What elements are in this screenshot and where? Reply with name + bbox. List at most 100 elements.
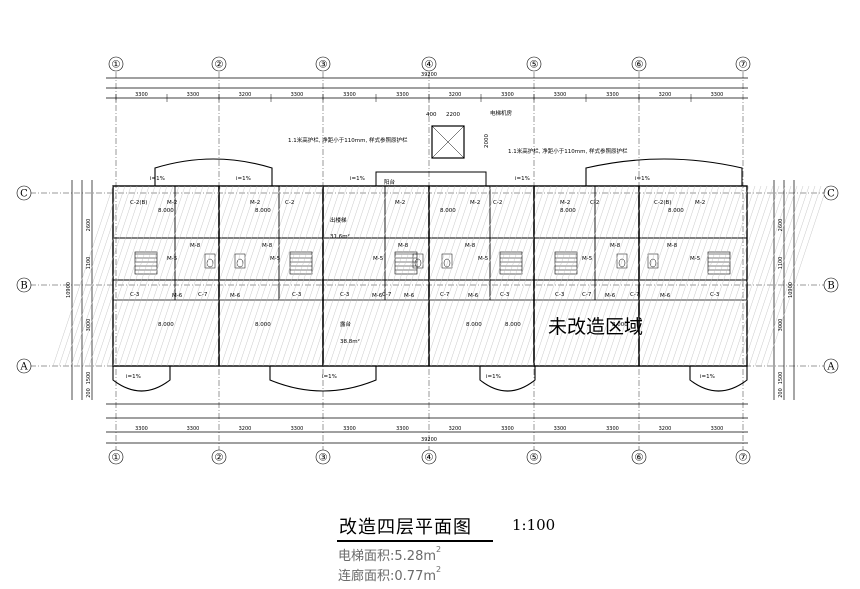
top-dimension: 3300 [501, 92, 514, 98]
floor-hatch [310, 185, 372, 367]
elevator-area-label: 电梯面积: [338, 549, 395, 564]
floor-hatch [166, 185, 228, 367]
top-dimension: 3200 [449, 92, 462, 98]
floor-hatch [484, 185, 546, 367]
elevation-label: 8.000 [560, 208, 576, 214]
elevation-label: 8.000 [466, 322, 482, 328]
top-dimension: 3300 [187, 92, 200, 98]
toilet-bowl [618, 258, 626, 268]
top-dimension: 3200 [239, 92, 252, 98]
row-axis-bubble [16, 185, 32, 201]
floor-hatch [658, 185, 720, 367]
slope-label: i=1% [515, 176, 530, 182]
floor-hatch [742, 185, 804, 367]
toilet-bowl [236, 258, 244, 268]
toilet-bowl [206, 258, 214, 268]
elevator-area-exp: 2 [436, 545, 442, 554]
column-axis-label: ⑤ [530, 453, 539, 464]
elevation-label: 8.000 [612, 322, 628, 328]
window-label-c3: C-3 [500, 292, 510, 298]
floor-hatch [562, 185, 624, 367]
door-label-m6: M-6 [230, 293, 241, 299]
slope-label: i=1% [635, 176, 650, 182]
stair-block [499, 251, 523, 275]
stair-room-label: 出楼梯 [330, 216, 347, 224]
bottom-dimension: 3300 [554, 426, 567, 432]
floor-hatch [76, 185, 138, 367]
floor-hatch [112, 185, 174, 367]
window-label-c3: C-3 [555, 292, 565, 298]
floor-hatch [322, 185, 384, 367]
window-label-c3: C-3 [292, 292, 302, 298]
dim-400: 400 [426, 112, 437, 118]
floor-hatch [406, 185, 468, 367]
slope-label: i=1% [350, 176, 365, 182]
bottom-dimension: 3300 [606, 426, 619, 432]
floor-hatch [754, 185, 816, 367]
floor-hatch [82, 185, 144, 367]
floor-hatch [256, 185, 318, 367]
stair-outline [499, 251, 523, 275]
floor-hatch [382, 185, 444, 367]
left-dimension: 200 [86, 388, 92, 398]
right-dimension: 2600 [778, 219, 784, 232]
floor-hatch [244, 185, 306, 367]
floor-hatch [766, 185, 828, 367]
floor-hatch [508, 185, 570, 367]
column-axis-label: ② [215, 453, 224, 464]
stair-outline [554, 251, 578, 275]
floor-hatch [466, 185, 528, 367]
floor-hatch [544, 185, 606, 367]
column-axis-bubble [108, 449, 124, 465]
elevation-label: 8.000 [255, 208, 271, 214]
bottom-dimension: 3200 [449, 426, 462, 432]
row-axis-bubble [16, 358, 32, 374]
column-axis-label: ⑤ [530, 60, 539, 71]
floor-hatch [364, 185, 426, 367]
window-label-c3: C-3 [710, 292, 720, 298]
stair-area-label: 31.6m² [330, 233, 350, 240]
left-dimension: 1100 [86, 257, 92, 270]
corridor-label: 阳台 [384, 178, 396, 186]
floor-hatch [514, 185, 576, 367]
floor-hatch [94, 185, 156, 367]
bottom-dimension: 3300 [291, 426, 304, 432]
floor-hatch [502, 185, 564, 367]
floor-hatch [202, 185, 264, 367]
slope-label: i=1% [322, 374, 337, 380]
window-label-c7: C-7 [382, 292, 392, 298]
door-label-m6: M-6 [605, 293, 616, 299]
right-dimension: 3000 [778, 319, 784, 332]
column-axis-label: ③ [319, 60, 328, 71]
floor-hatch [532, 185, 594, 367]
column-axis-bubble [526, 449, 542, 465]
floor-hatch [238, 185, 300, 367]
bottom-dimension: 3300 [396, 426, 409, 432]
column-axis-label: ① [112, 60, 121, 71]
column-axis-bubble [315, 56, 331, 72]
row-axis-label: A [19, 362, 28, 373]
stair-outline [289, 251, 313, 275]
floor-hatch [700, 185, 762, 367]
floor-hatch [88, 185, 150, 367]
floor-hatch [436, 185, 498, 367]
window-label-c7: C-7 [198, 292, 208, 298]
floor-hatch [688, 185, 750, 367]
toilet-fixture [204, 253, 216, 269]
row-axis-bubble [823, 358, 839, 374]
row-axis-bubble [823, 185, 839, 201]
window-label-c3: C-3 [130, 292, 140, 298]
window-label-c7: C-7 [630, 292, 640, 298]
column-axis-bubble [315, 449, 331, 465]
door-label-m5: M-5 [690, 256, 701, 262]
floor-hatch [574, 185, 636, 367]
column-axis-bubble [211, 56, 227, 72]
floor-hatch [430, 185, 492, 367]
floor-hatch [376, 185, 438, 367]
floor-hatch [352, 185, 414, 367]
floor-hatch [316, 185, 378, 367]
column-axis-bubble [211, 449, 227, 465]
floor-hatch [340, 185, 402, 367]
bottom-dimension: 3300 [343, 426, 356, 432]
